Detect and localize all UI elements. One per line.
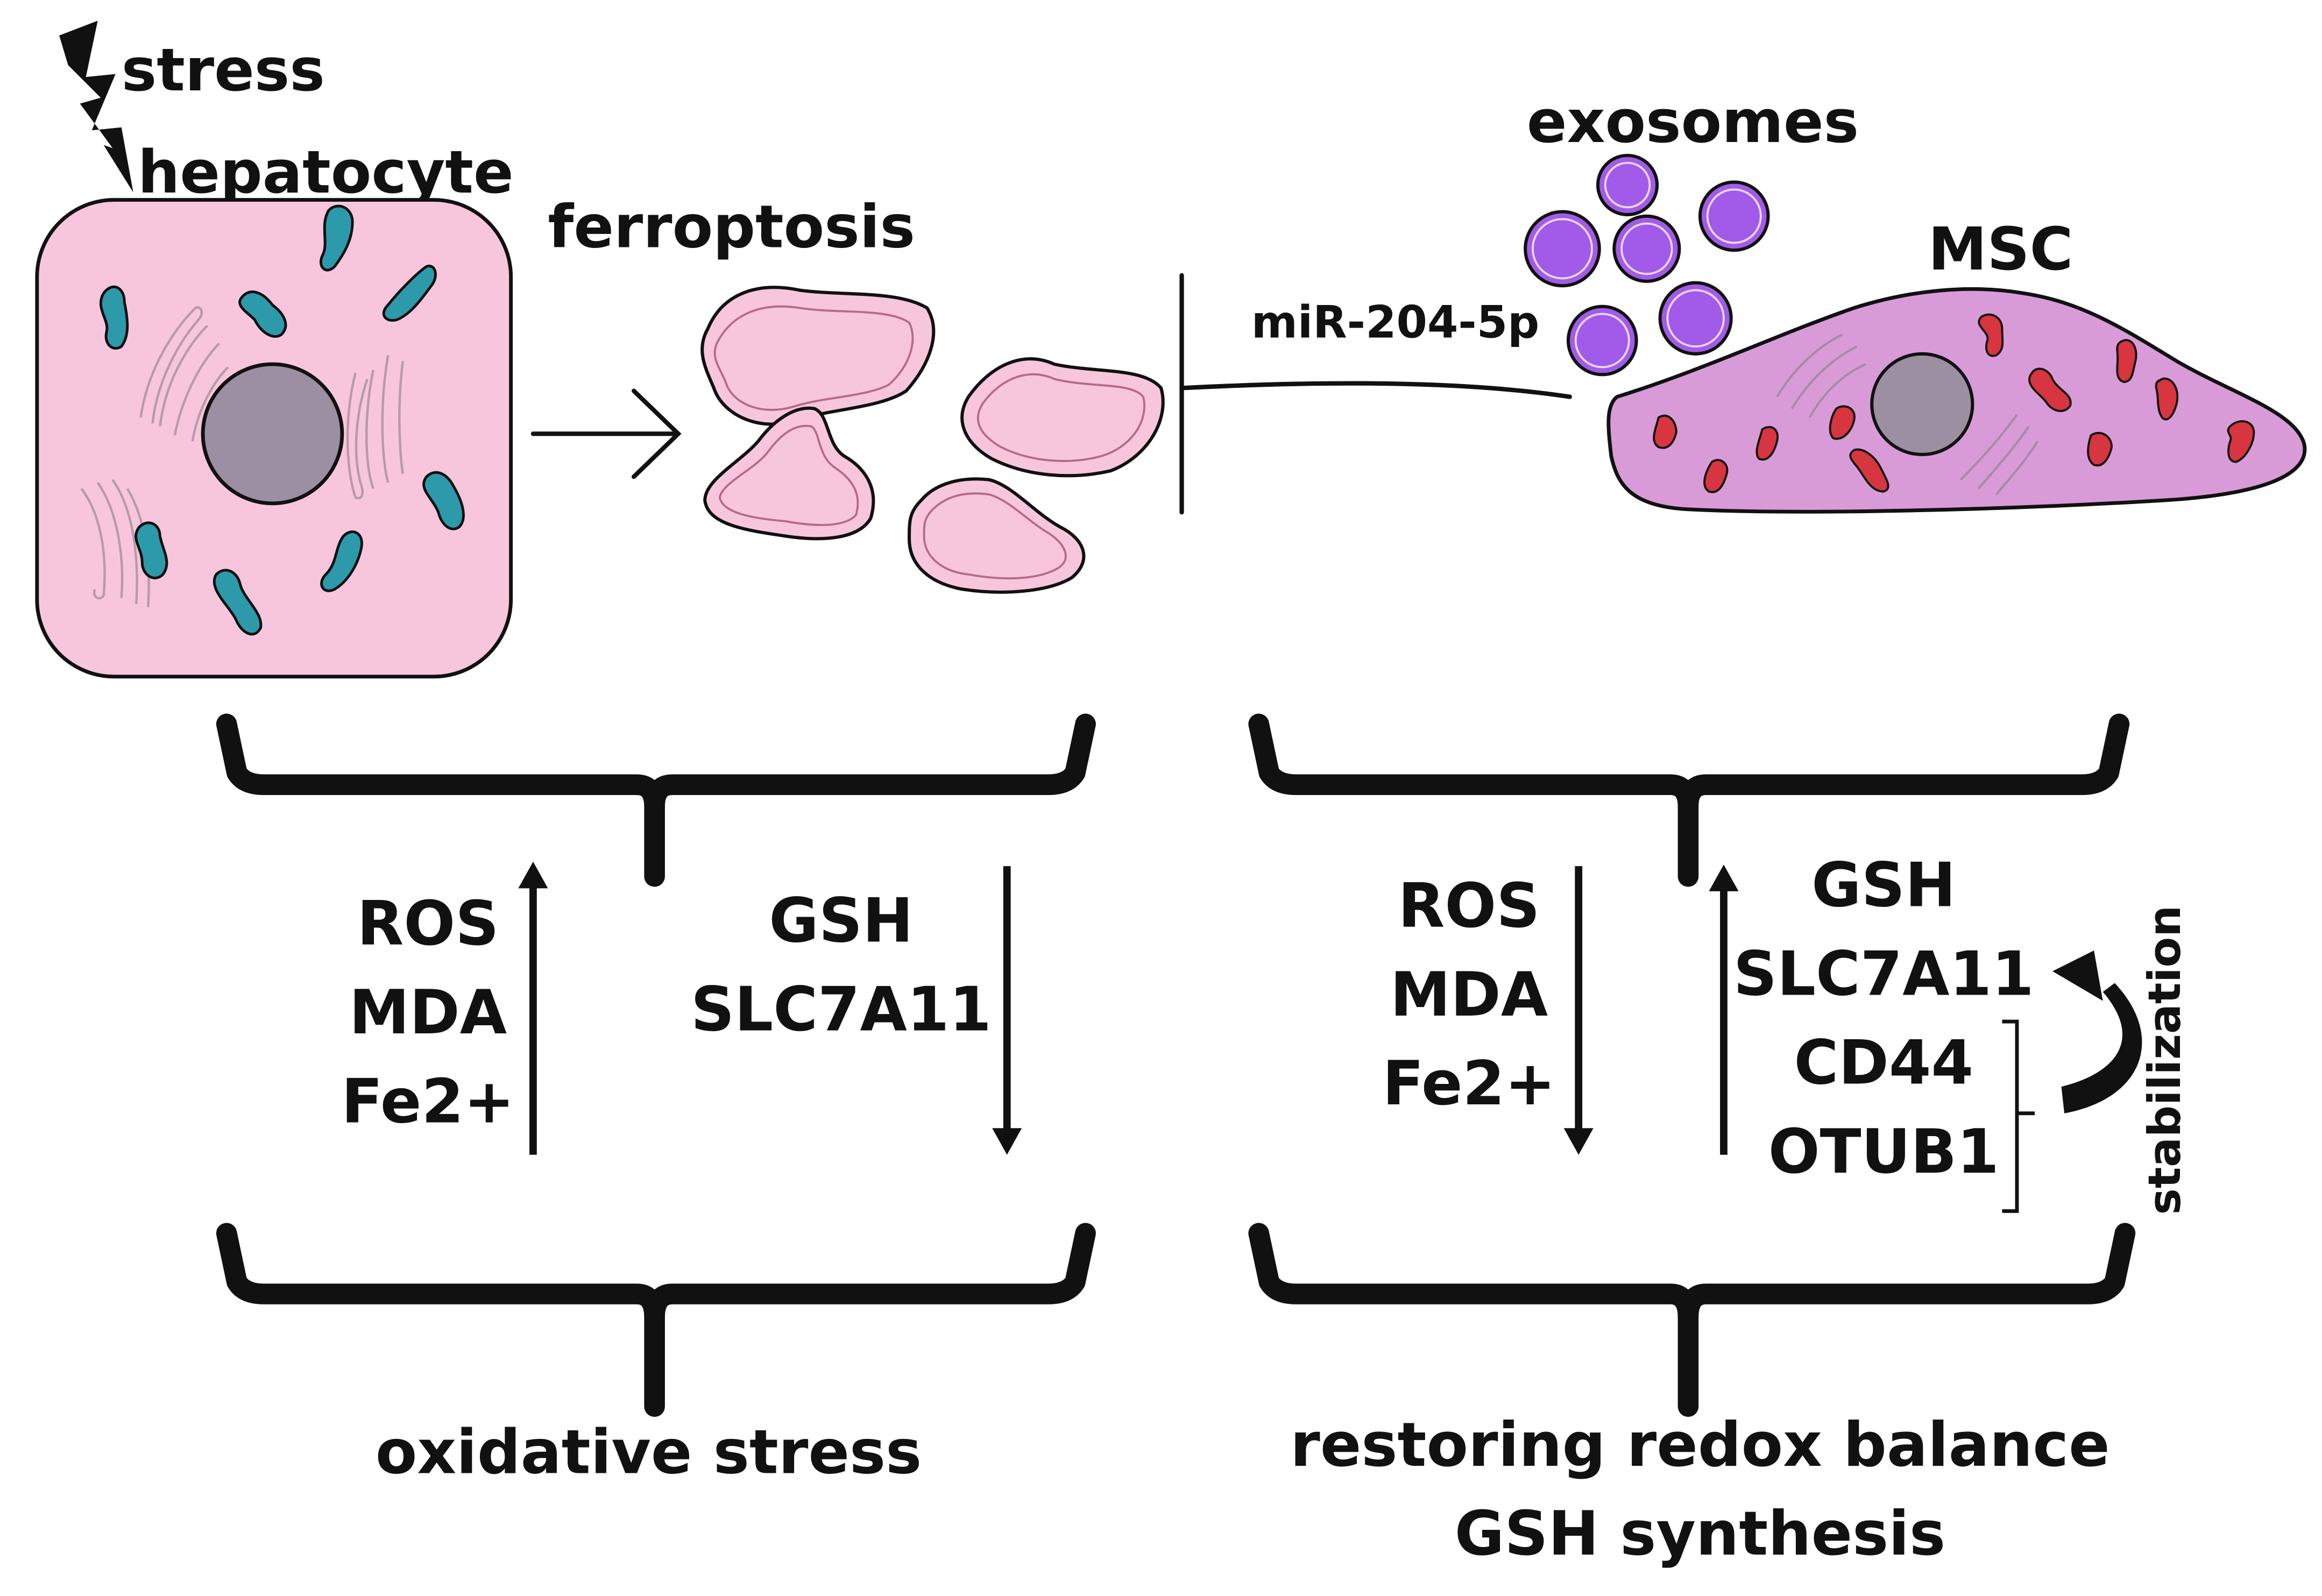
bracket-bottom-right	[1248, 1223, 2136, 1417]
right-up-markers: GSH SLC7A11	[1733, 849, 2034, 1009]
marker-fe2: Fe2+	[341, 1066, 514, 1137]
arrow-to-ferroptosis	[530, 388, 682, 479]
outcome-restoring-redox: restoring redox balance	[1290, 1409, 2109, 1480]
exosome	[1566, 304, 1638, 377]
msc-cell	[1606, 287, 2307, 514]
stress-label: stress	[122, 36, 325, 104]
hepatocyte-nucleus	[201, 362, 344, 506]
exosome	[1596, 153, 1659, 217]
marker-slc7a11: SLC7A11	[691, 974, 992, 1045]
marker-mda: MDA	[1390, 959, 1548, 1030]
exosome	[1658, 281, 1733, 356]
msc-label: MSC	[1928, 215, 2073, 283]
exosome	[1698, 180, 1770, 252]
left-down-markers: GSH SLC7A11	[691, 885, 992, 1045]
right-up-arrow	[1709, 864, 1739, 1155]
marker-otub1: OTUB1	[1768, 1116, 1999, 1187]
outcome-oxidative-stress: oxidative stress	[376, 1417, 922, 1488]
endoplasmic-reticulum	[80, 306, 404, 607]
stabilization-label: stabilization	[2139, 905, 2191, 1215]
marker-fe2: Fe2+	[1382, 1048, 1555, 1119]
right-down-markers: ROS MDA Fe2+	[1382, 870, 1555, 1119]
marker-gsh: GSH	[1811, 849, 1956, 920]
right-down-arrow	[1563, 866, 1594, 1155]
marker-cd44: CD44	[1794, 1027, 1973, 1098]
hepatocyte-label: hepatocyte	[138, 138, 514, 207]
msc-nucleus	[1870, 352, 1974, 456]
hepatocyte-cell	[35, 198, 513, 679]
exosome-vesicles	[1524, 153, 1770, 377]
marker-gsh: GSH	[769, 885, 913, 956]
ferroptotic-cell-fragments	[700, 286, 1165, 594]
bracket-top-right	[1248, 713, 2130, 887]
marker-slc7a11: SLC7A11	[1733, 939, 2034, 1010]
complex-bracket	[2002, 1019, 2035, 1213]
mirna-label: miR-204-5p	[1251, 297, 1539, 349]
exosome	[1612, 214, 1681, 283]
left-up-arrow	[518, 861, 548, 1155]
hepatocyte-mitochondria	[99, 204, 465, 636]
exosome	[1524, 210, 1601, 288]
bracket-top-left	[216, 713, 1096, 887]
marker-ros: ROS	[357, 888, 499, 959]
ferroptosis-label: ferroptosis	[548, 193, 915, 261]
left-down-arrow	[992, 866, 1022, 1155]
exosomes-label: exosomes	[1527, 87, 1859, 156]
marker-ros: ROS	[1398, 870, 1540, 941]
complex-markers: CD44 OTUB1	[1768, 1027, 1999, 1187]
stabilization-arrow	[2052, 950, 2142, 1113]
lightning-bolt-icon	[59, 20, 133, 193]
bracket-bottom-left	[216, 1223, 1096, 1417]
marker-mda: MDA	[349, 977, 507, 1048]
msc-mitochondria	[1653, 313, 2255, 493]
msc-endoplasmic-reticulum	[1776, 334, 2039, 495]
left-up-markers: ROS MDA Fe2+	[341, 888, 514, 1137]
outcome-gsh-synthesis: GSH synthesis	[1455, 1498, 1945, 1569]
inhibition-arrow	[1179, 273, 1572, 515]
